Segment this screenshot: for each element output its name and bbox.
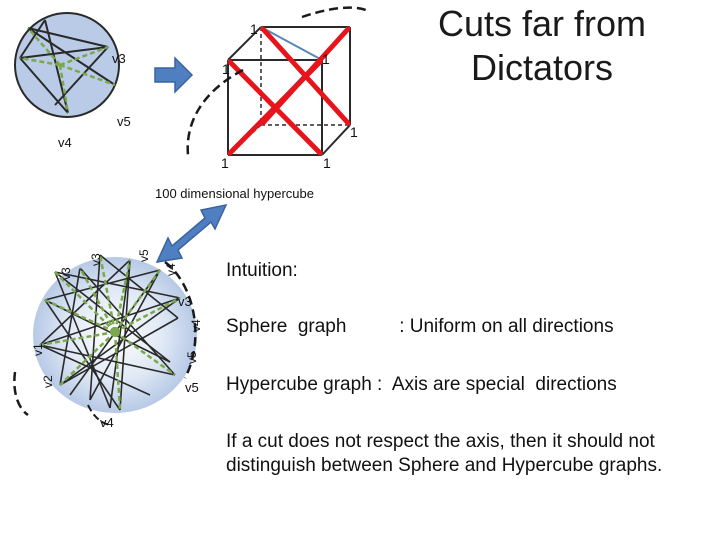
right-arrow-icon (154, 56, 194, 94)
label-v3-right: v3 (178, 294, 192, 309)
label-v5-right: v5 (185, 380, 199, 395)
small-sphere-graph: v3 v5 v4 (14, 12, 131, 150)
hypercube-graph-row: Hypercube graph : Axis are special direc… (226, 374, 617, 395)
intuition-panel: Intuition: Sphere graph : Uniform on all… (216, 248, 708, 526)
label-v5: v5 (117, 114, 131, 129)
label-v5-top: v5 (137, 249, 151, 262)
hypercube-diagram: 1 1 1 1 1 1 (186, 6, 380, 171)
cube-label-left: 1 (222, 61, 230, 77)
cube-label-bottom-left: 1 (221, 155, 229, 171)
label-v3: v3 (112, 51, 126, 66)
label-v4: v4 (58, 135, 72, 150)
label-v2-left: v2 (41, 375, 55, 388)
cube-label-top-right: 1 (322, 51, 330, 67)
label-v4-top: v4 (164, 263, 178, 276)
label-v4-right-rot2: v5 (185, 351, 199, 364)
cube-label-bottom-right: 1 (323, 155, 331, 171)
label-v4-right-rot: v4 (189, 319, 203, 332)
label-v3-top: v3 (89, 253, 103, 266)
hypercube-caption: 100 dimensional hypercube (155, 186, 314, 201)
label-v3-rot: v3 (59, 267, 73, 280)
double-arrow-icon (155, 203, 228, 263)
cube-label-right: 1 (350, 124, 358, 140)
label-v1-left: v1 (31, 343, 45, 356)
cube-label-top: 1 (250, 21, 258, 37)
sphere-graph-row: Sphere graph : Uniform on all directions (226, 316, 614, 337)
title-box: Cuts far from Dictators (367, 0, 717, 95)
label-v4-bottom: v4 (100, 415, 114, 430)
sphere-circle (14, 12, 120, 118)
intuition-heading: Intuition: (226, 260, 298, 281)
title-line-2: Dictators (470, 47, 614, 88)
title-line-1: Cuts far from (437, 3, 647, 44)
large-sphere-graph: v3 v3 v5 v4 v3 v4 v5 v5 v4 v1 v2 (13, 249, 203, 430)
intuition-note: If a cut does not respect the axis, then… (226, 431, 663, 476)
slide-title: Cuts far from Dictators (367, 2, 717, 90)
